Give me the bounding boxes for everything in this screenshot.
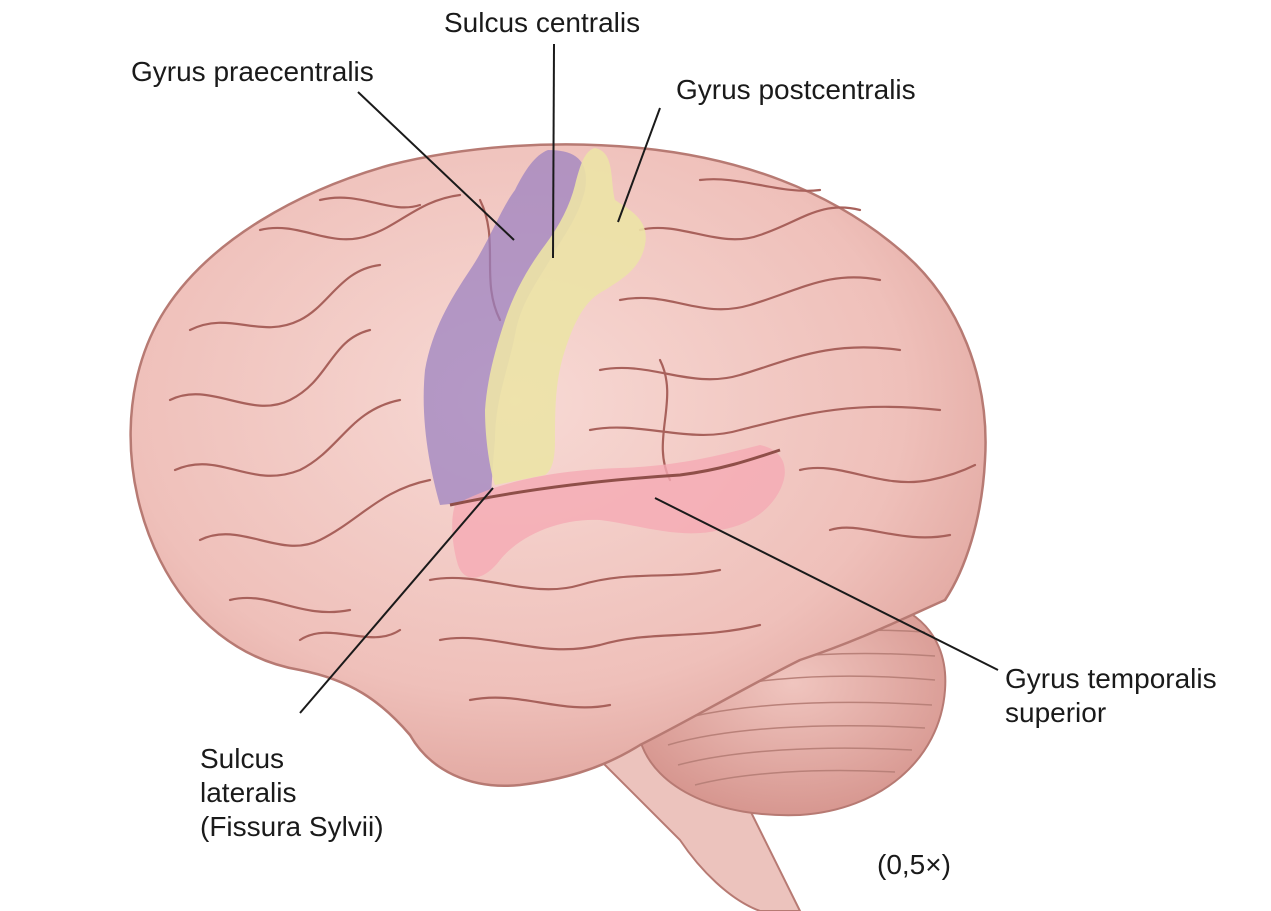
label-line: superior	[1005, 697, 1107, 728]
leader-gyrus-praecentralis	[357, 91, 515, 241]
label-line: Gyrus temporalis	[1005, 663, 1217, 694]
sulci-pattern	[168, 178, 977, 709]
label-line: lateralis	[200, 777, 297, 808]
leader-sulcus-lateralis	[299, 487, 494, 714]
label-line: (Fissura Sylvii)	[200, 811, 384, 842]
label-sulcus-centralis: Sulcus centralis	[444, 7, 641, 38]
gyrus-postcentralis-region	[485, 148, 646, 485]
leader-sulcus-centralis	[552, 43, 555, 259]
scale-label: (0,5×)	[877, 849, 951, 880]
sulcus-lateralis-line	[449, 448, 781, 507]
gyrus-temporalis-superior-region	[452, 445, 785, 578]
leader-gyrus-temporalis	[654, 497, 999, 671]
label-gyrus-temporalis-superior: Gyrus temporalis superior	[1005, 662, 1217, 730]
label-gyrus-postcentralis: Gyrus postcentralis	[676, 74, 916, 105]
label-sulcus-lateralis: Sulcus lateralis (Fissura Sylvii)	[200, 742, 384, 844]
cerebral-hemisphere	[129, 143, 987, 787]
leader-gyrus-postcentralis	[617, 107, 661, 223]
leader-lines	[299, 43, 999, 714]
label-line: Sulcus	[200, 743, 285, 774]
label-gyrus-praecentralis: Gyrus praecentralis	[131, 56, 374, 87]
